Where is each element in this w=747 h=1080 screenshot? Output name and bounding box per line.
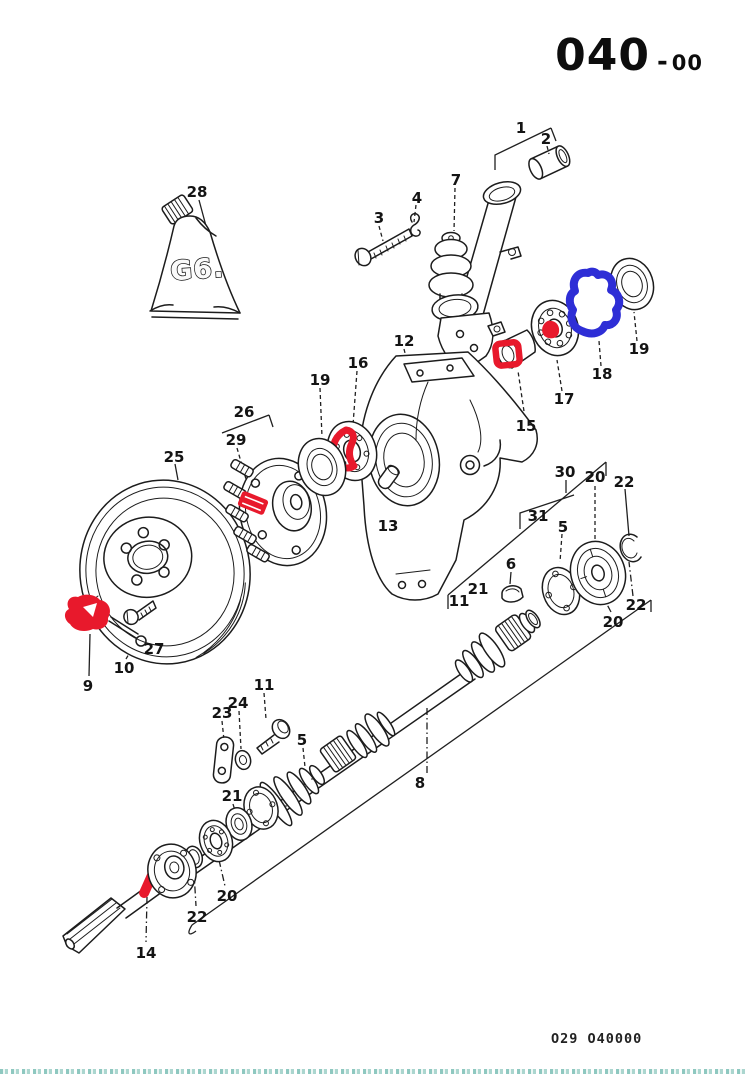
callout-10: 10 — [114, 659, 135, 677]
red-mark-nut-9-gap — [83, 603, 97, 617]
page-code-separator: - — [656, 47, 668, 77]
callout-31: 31 — [528, 507, 549, 525]
steering-knuckle-12 — [359, 351, 538, 601]
group-bracket-lower — [188, 599, 652, 935]
callout-8: 8 — [415, 774, 425, 792]
callout-27: 27 — [144, 640, 165, 658]
callout-24: 24 — [228, 694, 249, 712]
callout-22-mid-right: 22 — [626, 596, 647, 614]
shaft-collars — [346, 711, 396, 759]
splined-sleeve — [319, 735, 357, 773]
callout-20-bottom: 20 — [217, 887, 238, 905]
stub-axle-14 — [62, 881, 163, 954]
callout-19-right: 19 — [629, 340, 650, 358]
red-mark-bearing-17 — [542, 320, 560, 339]
callout-1: 1 — [516, 119, 526, 137]
page-code: 040 - 00 — [555, 34, 703, 78]
callout-20-mid-right: 20 — [603, 613, 624, 631]
seal-ring-19-left — [297, 437, 347, 497]
boot-clamp-6 — [501, 585, 524, 603]
callout-4: 4 — [412, 189, 422, 207]
callout-25: 25 — [164, 448, 185, 466]
callout-7: 7 — [451, 171, 461, 189]
callout-13: 13 — [378, 517, 399, 535]
wheel-studs — [223, 458, 270, 563]
blue-mark-part-18 — [565, 267, 624, 338]
washer-24 — [234, 749, 252, 771]
callout-14: 14 — [136, 944, 157, 962]
bushing-2 — [528, 145, 571, 180]
page-code-main: 040 — [555, 30, 650, 81]
callout-3: 3 — [374, 209, 384, 227]
callout-17: 17 — [554, 390, 575, 408]
cotter-pin-10 — [108, 616, 147, 647]
strut-bracket-1 — [494, 127, 557, 170]
callout-9: 9 — [83, 677, 93, 695]
boot-stipple — [279, 778, 313, 807]
group-bracket-30 — [447, 461, 607, 609]
callout-20-top-right: 20 — [585, 468, 606, 486]
callout-30: 30 — [555, 463, 576, 481]
callout-26: 26 — [234, 403, 255, 421]
callout-11-right: 11 — [449, 592, 470, 610]
callout-6: 6 — [506, 555, 516, 573]
ring-right — [525, 609, 541, 629]
callout-15: 15 — [516, 417, 537, 435]
callout-23: 23 — [212, 704, 233, 722]
bottom-divider-line — [0, 1069, 747, 1074]
grease-tube-label: G6. — [169, 253, 225, 288]
grease-tube: G6. — [149, 194, 241, 320]
callout-5-bottom: 5 — [297, 731, 307, 749]
callout-5-right: 5 — [558, 518, 568, 536]
lock-plate-23 — [212, 736, 235, 784]
clip-4 — [409, 212, 421, 237]
hub-bracket-26 — [221, 414, 274, 434]
red-mark-nut-9 — [64, 594, 111, 632]
leader-lines — [88, 145, 638, 943]
callout-28: 28 — [187, 183, 208, 201]
callout-22-top-right: 22 — [614, 473, 635, 491]
callout-2: 2 — [541, 130, 551, 148]
bolt-27 — [123, 600, 157, 626]
splined-shaft-end-right — [494, 612, 536, 652]
pin-13 — [377, 464, 400, 490]
brake-drum — [79, 479, 251, 665]
page-code-suffix: 00 — [671, 51, 703, 75]
circlip-22-right — [619, 533, 642, 563]
drive-flange-14 — [147, 843, 197, 899]
group-bracket-31 — [519, 494, 575, 529]
bolt-3 — [354, 228, 413, 267]
cv-joint-20-right — [569, 540, 627, 606]
callout-21-bottom: 21 — [222, 787, 243, 805]
bearing-20-bottom — [198, 819, 234, 863]
callout-18: 18 — [592, 365, 613, 383]
red-mark-stud-29 — [237, 491, 269, 515]
red-mark-bushing-15 — [492, 339, 523, 369]
callout-11-bottom: 11 — [254, 676, 275, 694]
callout-19-left: 19 — [310, 371, 331, 389]
callout-29: 29 — [226, 431, 247, 449]
callout-21-right: 21 — [468, 580, 489, 598]
callout-22-bottom: 22 — [187, 908, 208, 926]
callout-labels: 1 2 7 3 4 28 12 16 19 15 17 18 19 25 26 … — [83, 119, 650, 962]
callout-16: 16 — [348, 354, 369, 372]
callout-12: 12 — [394, 332, 415, 350]
bolt-11 — [256, 718, 291, 755]
footer-part-code: O29 O40000 — [551, 1031, 643, 1047]
boot-small-rings-right — [454, 632, 506, 683]
